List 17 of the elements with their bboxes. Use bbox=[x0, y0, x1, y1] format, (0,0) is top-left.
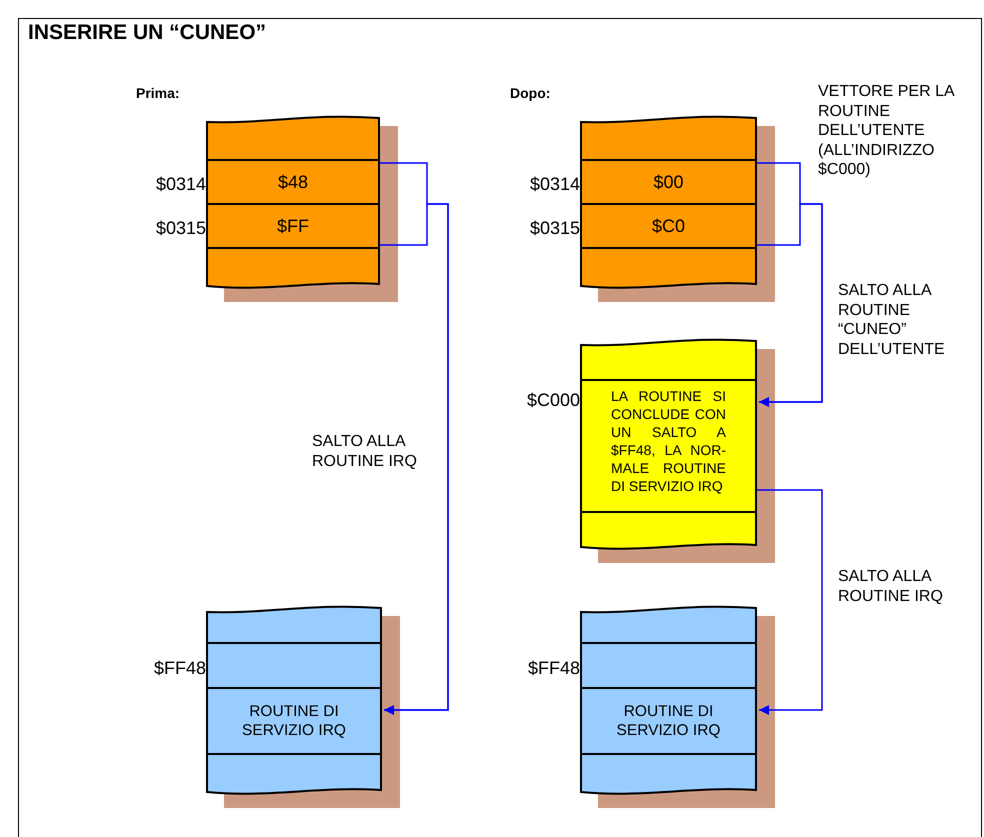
address-label: $0314 bbox=[154, 173, 206, 196]
section-heading: Prima: bbox=[136, 84, 180, 103]
address-label: $0315 bbox=[528, 217, 580, 240]
arrow bbox=[757, 203, 823, 407]
memory-cell: $00 bbox=[581, 159, 756, 205]
memory-cell: $FF bbox=[207, 203, 379, 249]
note: VETTORE PER LA ROUTINE DELL’UTENTE (ALL’INDIRIZZO $C000) bbox=[818, 82, 956, 180]
address-label: $FF48 bbox=[152, 657, 206, 680]
section-heading: Dopo: bbox=[510, 84, 550, 103]
title: INSERIRE UN “CUNEO” bbox=[28, 20, 266, 46]
memory-cell: $48 bbox=[207, 159, 379, 205]
address-label: $C000 bbox=[526, 389, 580, 412]
arrow bbox=[757, 489, 823, 715]
memory-cell: $C0 bbox=[581, 203, 756, 249]
address-label: $FF48 bbox=[526, 657, 580, 680]
address-label: $0315 bbox=[154, 217, 206, 240]
address-label: $0314 bbox=[528, 173, 580, 196]
